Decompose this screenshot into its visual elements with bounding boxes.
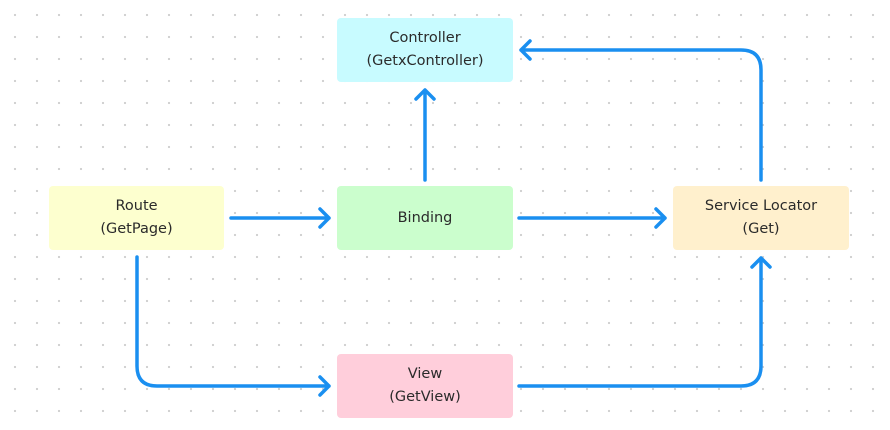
node-route-title: Route xyxy=(115,198,158,214)
arrow-view-to-locator xyxy=(517,256,772,388)
node-controller-subtitle: (GetxController) xyxy=(366,53,484,69)
node-route-subtitle: (GetPage) xyxy=(100,221,173,237)
node-view-title: View xyxy=(407,366,443,382)
node-service-locator-subtitle: (Get) xyxy=(742,221,780,237)
node-service-locator[interactable]: Service Locator (Get) xyxy=(673,186,849,250)
node-controller[interactable]: Controller (GetxController) xyxy=(337,18,513,82)
node-binding-title: Binding xyxy=(397,209,453,226)
arrow-locator-to-controller xyxy=(519,39,763,182)
node-view[interactable]: View (GetView) xyxy=(337,354,513,418)
node-view-subtitle: (GetView) xyxy=(389,389,461,405)
node-binding[interactable]: Binding xyxy=(337,186,513,250)
arrow-route-to-view xyxy=(135,255,331,397)
arrow-route-to-binding xyxy=(229,207,331,229)
arrow-binding-to-locator xyxy=(517,207,667,229)
node-route[interactable]: Route (GetPage) xyxy=(49,186,224,250)
node-controller-title: Controller xyxy=(389,30,461,46)
node-service-locator-title: Service Locator xyxy=(704,198,818,214)
arrow-binding-to-controller xyxy=(414,88,436,182)
